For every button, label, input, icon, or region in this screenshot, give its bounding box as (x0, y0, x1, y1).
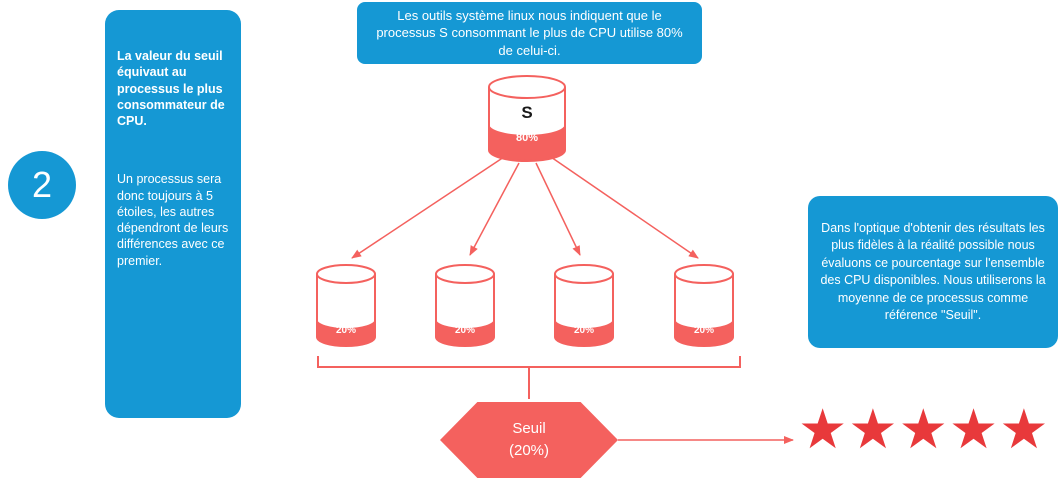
child-cylinder-1: 20% (316, 264, 376, 353)
child-cylinder-usage: 20% (694, 325, 714, 336)
child-cylinder-usage: 20% (574, 325, 594, 336)
step-number-badge: 2 (8, 151, 76, 219)
arrow-s-to-cyl4 (547, 154, 699, 259)
right-callout: Dans l'optique d'obtenir des résultats l… (808, 196, 1058, 348)
child-cylinder-2: 20% (435, 264, 495, 353)
cylinder-icon: S 80% (488, 75, 566, 162)
arrow-s-to-cyl2 (469, 162, 520, 256)
seuil-hexagon-title: Seuil (512, 419, 546, 437)
cylinder-icon: 20% (316, 264, 376, 347)
main-cylinder-s: S 80% (487, 74, 567, 168)
left-panel-body: Un processus sera donc toujours à 5 étoi… (117, 172, 229, 268)
right-callout-text: Dans l'optique d'obtenir des résultats l… (820, 220, 1046, 323)
left-note-panel: La valeur du seuil équivaut au processus… (105, 10, 241, 418)
step-number: 2 (31, 164, 53, 205)
top-callout: Les outils système linux nous indiquent … (357, 2, 702, 64)
top-callout-text: Les outils système linux nous indiquent … (376, 7, 683, 58)
cylinder-icon: 20% (435, 264, 495, 347)
main-cylinder-label: S (521, 103, 532, 122)
child-cylinder-4: 20% (674, 264, 734, 353)
child-cylinder-usage: 20% (336, 325, 356, 336)
star-rating: ★★★★★ (798, 398, 1050, 460)
seuil-hexagon-value: (20%) (508, 442, 549, 459)
child-cylinder-usage: 20% (455, 325, 475, 336)
child-cylinder-3: 20% (554, 264, 614, 353)
arrow-s-to-cyl1 (351, 154, 508, 259)
grouping-bracket (317, 356, 741, 368)
main-cylinder-usage: 80% (516, 132, 538, 144)
cylinder-icon: 20% (554, 264, 614, 347)
left-panel-heading: La valeur du seuil équivaut au processus… (117, 49, 225, 128)
cylinder-icon: 20% (674, 264, 734, 347)
arrow-s-to-cyl3 (535, 162, 581, 256)
seuil-hexagon: Seuil (20%) (440, 402, 618, 478)
